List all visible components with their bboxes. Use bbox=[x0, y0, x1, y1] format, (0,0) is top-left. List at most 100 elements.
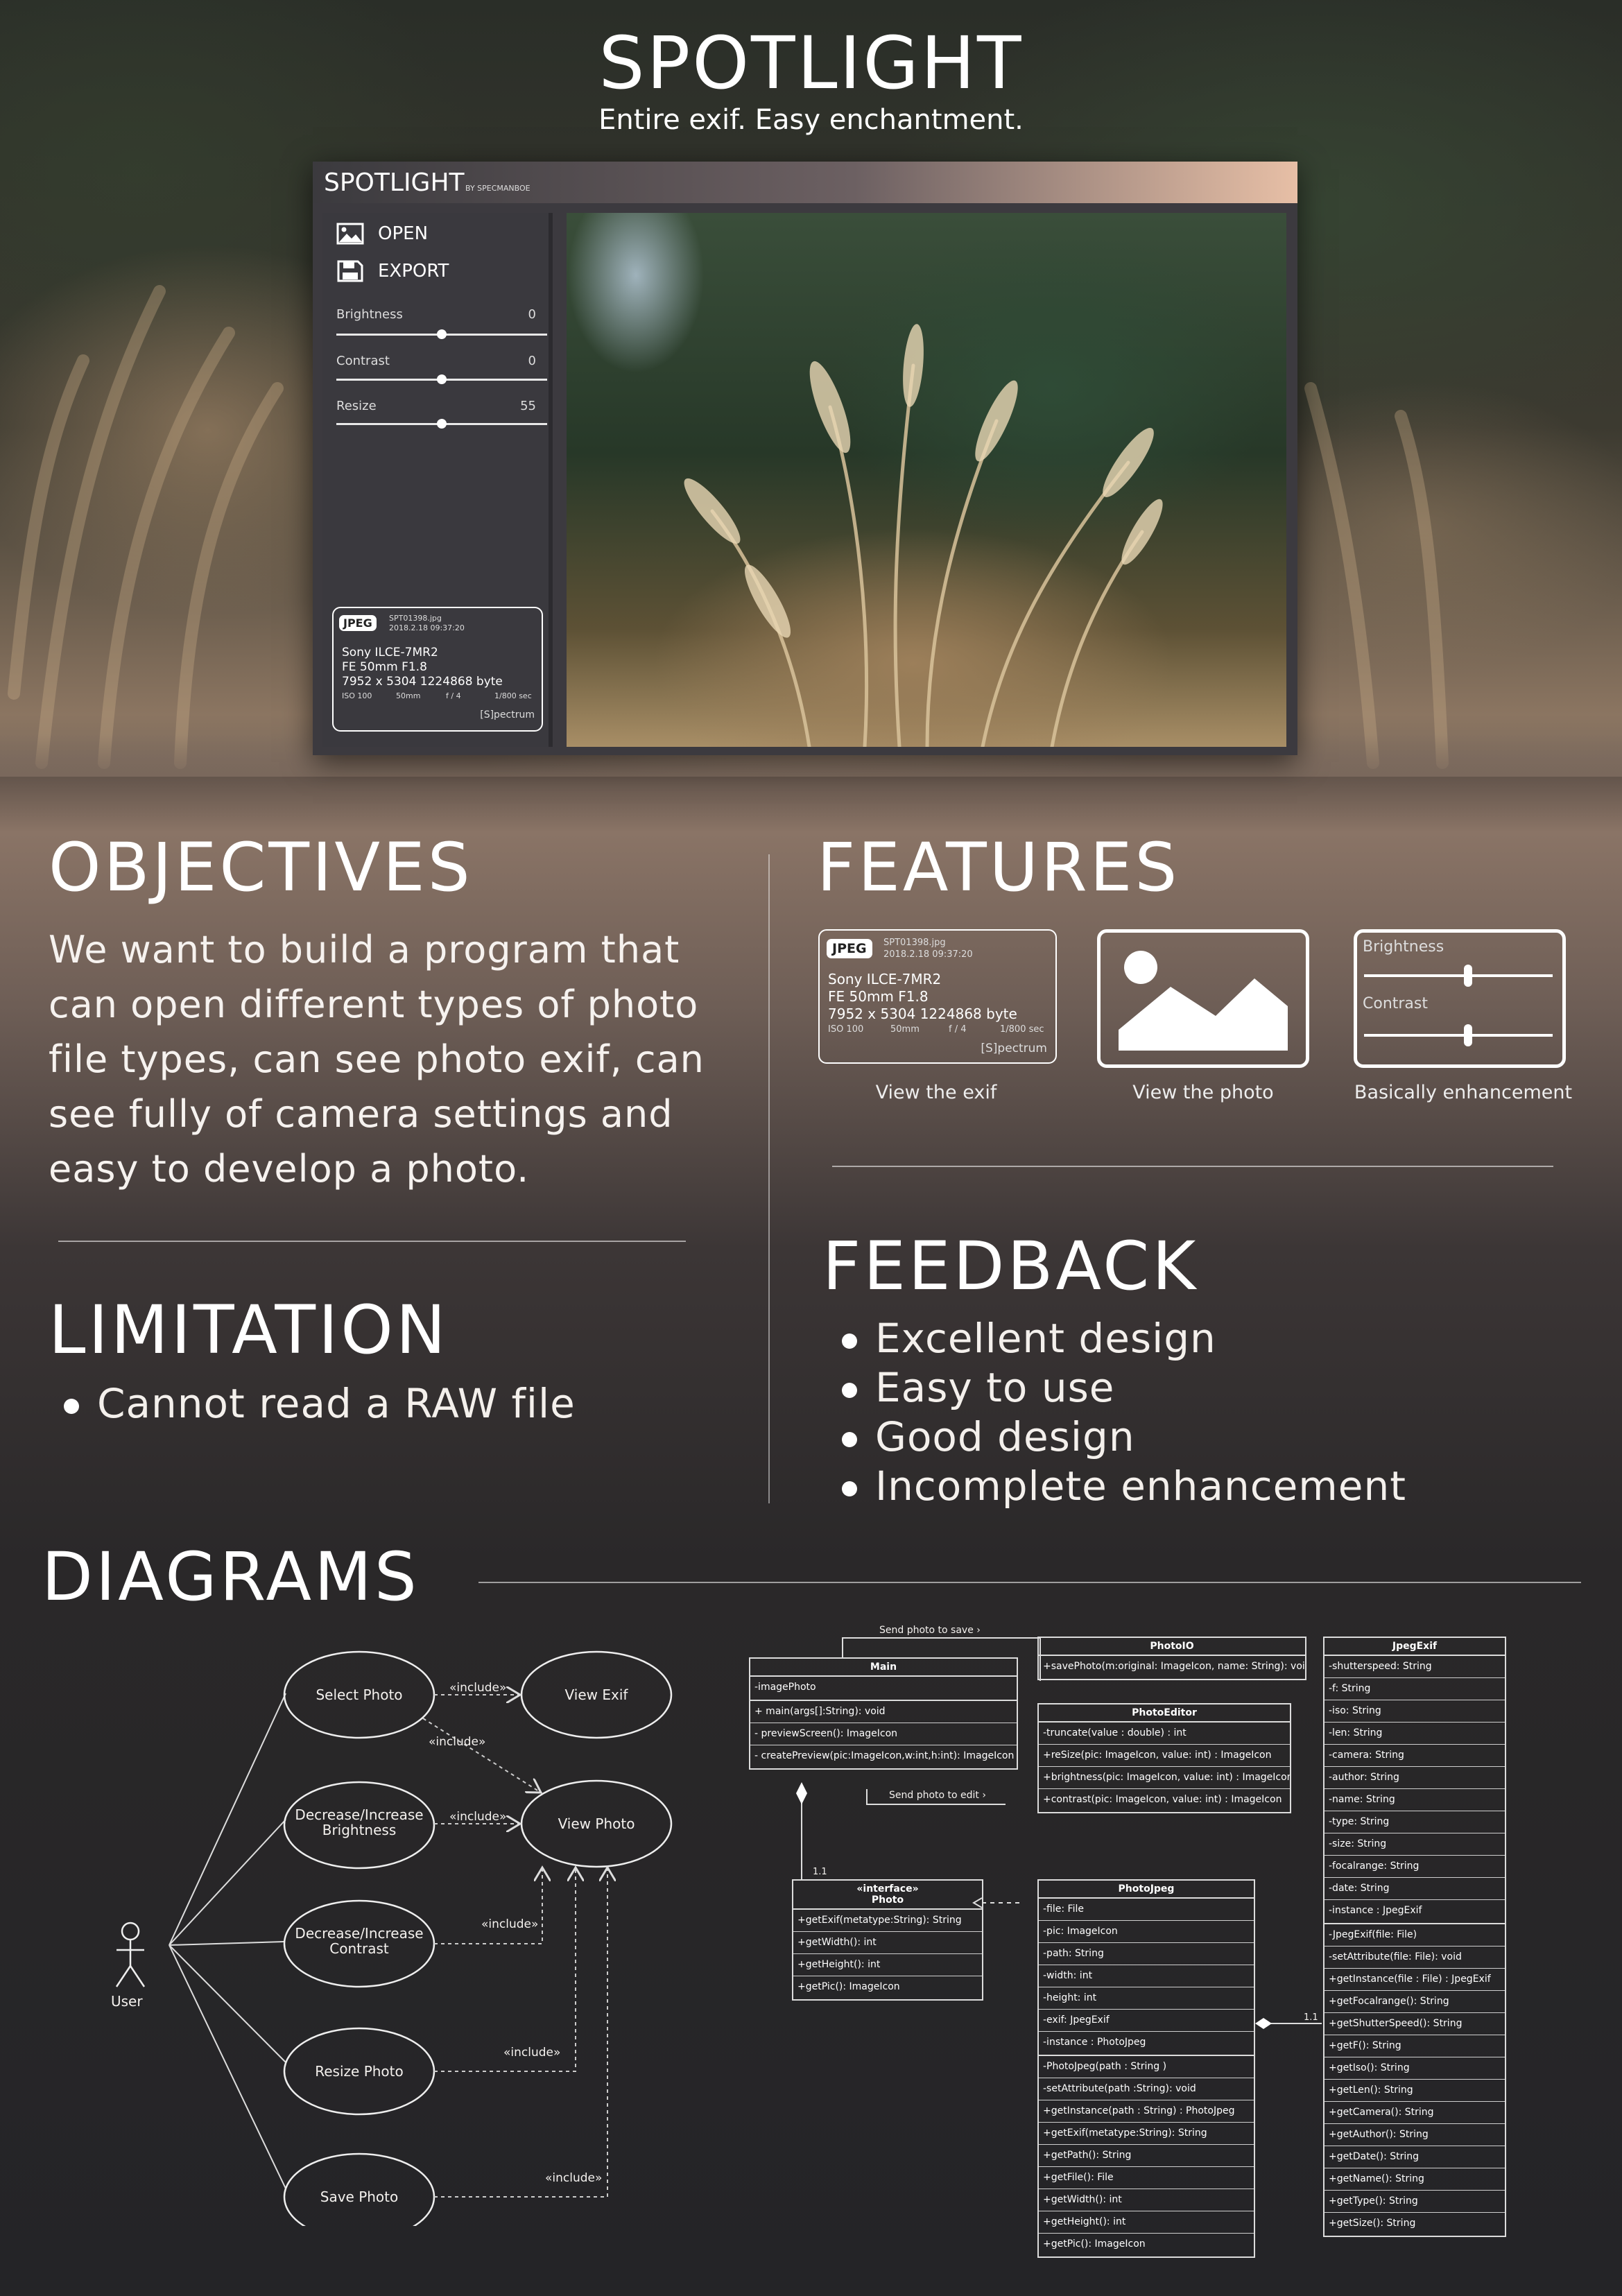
class-photoeditor: PhotoEditor -truncate(value : double) : … bbox=[1037, 1703, 1291, 1813]
usecase-diagram bbox=[115, 1650, 673, 2226]
features-heading: FEATURES bbox=[817, 829, 1180, 906]
class-attr: -f: String bbox=[1325, 1678, 1505, 1700]
feature-slider-card: Brightness Contrast bbox=[1354, 929, 1566, 1068]
resize-slider[interactable] bbox=[336, 419, 547, 429]
contrast-slider-knob[interactable] bbox=[437, 374, 447, 384]
app-exif-card: JPEG SPT01398.jpg 2018.2.18 09:37:20 Son… bbox=[332, 607, 543, 732]
class-method: - previewScreen(): ImageIcon bbox=[750, 1723, 1017, 1745]
export-button[interactable]: EXPORT bbox=[336, 257, 449, 285]
brightness-slider-knob[interactable] bbox=[437, 329, 447, 339]
class-method: +getShutterSpeed(): String bbox=[1325, 2013, 1505, 2035]
class-method: +getInstance(file : File) : JpegExif bbox=[1325, 1969, 1505, 1991]
grass-photo bbox=[684, 324, 1163, 747]
objectives-text: We want to build a program that can open… bbox=[49, 928, 705, 1191]
include-label: «include» bbox=[545, 2171, 603, 2185]
feature-contrast-track bbox=[1364, 1024, 1553, 1046]
usecase-label: Save Photo bbox=[320, 2189, 399, 2205]
class-photojpeg: PhotoJpeg -file: File -pic: ImageIcon -p… bbox=[1037, 1879, 1255, 2258]
diagrams-divider bbox=[478, 1582, 1581, 1583]
brightness-label: Brightness bbox=[336, 307, 403, 322]
caption-enhancement: Basically enhancement bbox=[1354, 1082, 1573, 1103]
app-exif-iso: ISO 100 bbox=[342, 691, 372, 700]
class-method: +getType(): String bbox=[1325, 2191, 1505, 2213]
class-jpegexif-attrs: -shutterspeed: String -f: String -iso: S… bbox=[1325, 1656, 1505, 1924]
class-attr: -pic: ImageIcon bbox=[1039, 1921, 1254, 1943]
app-window: SPOTLIGHT BY SPECMANBOE OPEN EXPORT Brig… bbox=[313, 162, 1297, 755]
class-attr: -date: String bbox=[1325, 1878, 1505, 1900]
class-connectors bbox=[796, 1637, 1322, 2029]
app-exif-badge: JPEG bbox=[339, 615, 377, 631]
grass-backdrop bbox=[8, 285, 1449, 769]
resize-slider-knob[interactable] bbox=[437, 419, 447, 429]
feature-brightness-knob bbox=[1464, 965, 1472, 987]
class-method: -JpegExif(file: File) bbox=[1325, 1924, 1505, 1947]
class-photo-name: Photo bbox=[871, 1894, 904, 1906]
feature-exif-size: 7952 x 5304 1224868 byte bbox=[828, 1005, 1017, 1022]
class-method: +getWidth(): int bbox=[793, 1932, 982, 1954]
feature-exif-brand: [S]pectrum bbox=[981, 1042, 1047, 1055]
app-exif-file: SPT01398.jpg bbox=[389, 614, 442, 623]
brightness-value: 0 bbox=[528, 307, 536, 322]
feature-contrast-knob bbox=[1464, 1024, 1472, 1046]
class-jpegexif-methods: -JpegExif(file: File) -setAttribute(file… bbox=[1325, 1924, 1505, 2236]
landscape-icon bbox=[1119, 951, 1288, 1051]
class-photoio-name: PhotoIO bbox=[1039, 1638, 1305, 1656]
class-method: +getFocalrange(): String bbox=[1325, 1991, 1505, 2013]
include-label: «include» bbox=[429, 1735, 486, 1749]
hero-title: SPOTLIGHT bbox=[598, 21, 1024, 105]
class-photojpeg-name: PhotoJpeg bbox=[1039, 1881, 1254, 1899]
class-method: +getDate(): String bbox=[1325, 2146, 1505, 2168]
feature-exif-badge: JPEG bbox=[827, 939, 872, 958]
brightness-slider[interactable] bbox=[336, 329, 547, 339]
feature-contrast-label: Contrast bbox=[1363, 995, 1429, 1012]
usecase-label: View Exif bbox=[564, 1686, 628, 1703]
feature-exif-shutter: 1/800 sec bbox=[1000, 1024, 1044, 1035]
class-method: +getCamera(): String bbox=[1325, 2102, 1505, 2124]
class-method: +getFile(): File bbox=[1039, 2167, 1254, 2189]
resize-value: 55 bbox=[520, 399, 536, 413]
class-attr: -shutterspeed: String bbox=[1325, 1656, 1505, 1678]
usecase-label: Decrease/Increase Brightness bbox=[295, 1806, 424, 1838]
class-photo-methods: +getExif(metatype:String): String +getWi… bbox=[793, 1910, 982, 1999]
app-exif-fstop: f / 4 bbox=[446, 691, 461, 700]
class-photo-stereotype: «interface» bbox=[856, 1883, 919, 1894]
contrast-slider[interactable] bbox=[336, 374, 547, 384]
class-method: +getWidth(): int bbox=[1039, 2189, 1254, 2211]
feature-exif-camera: Sony ILCE-7MR2 bbox=[828, 971, 942, 987]
open-button[interactable]: OPEN bbox=[336, 220, 428, 248]
usecase-label: View Photo bbox=[558, 1815, 635, 1832]
app-exif-size: 7952 x 5304 1224868 byte bbox=[342, 675, 503, 689]
class-method: +getHeight(): int bbox=[793, 1954, 982, 1976]
contrast-value: 0 bbox=[528, 354, 536, 368]
app-exif-focal: 50mm bbox=[396, 691, 421, 700]
hero-subtitle: Entire exif. Easy enchantment. bbox=[598, 104, 1024, 136]
class-jpegexif-name: JpegExif bbox=[1325, 1638, 1505, 1656]
class-method: -PhotoJpeg(path : String ) bbox=[1039, 2056, 1254, 2078]
send-save-label: Send photo to save › bbox=[879, 1625, 981, 1636]
class-main-methods: + main(args[]:String): void - previewScr… bbox=[750, 1701, 1017, 1768]
feature-exif-card: JPEG SPT01398.jpg 2018.2.18 09:37:20 Son… bbox=[818, 929, 1057, 1064]
class-method: +getExif(metatype:String): String bbox=[793, 1910, 982, 1932]
diagrams-heading: DIAGRAMS bbox=[42, 1538, 420, 1616]
class-photojpeg-methods: -PhotoJpeg(path : String ) -setAttribute… bbox=[1039, 2056, 1254, 2256]
objectives-divider bbox=[58, 1241, 686, 1242]
class-method: +getLen(): String bbox=[1325, 2080, 1505, 2102]
class-attr: -height: int bbox=[1039, 1987, 1254, 2010]
class-photo: «interface» Photo +getExif(metatype:Stri… bbox=[792, 1879, 983, 2001]
feature-brightness-label: Brightness bbox=[1363, 938, 1444, 956]
feedback-item: Excellent design bbox=[842, 1315, 1216, 1362]
class-method: - createPreview(pic:ImageIcon,w:int,h:in… bbox=[754, 1750, 1015, 1761]
app-exif-date: 2018.2.18 09:37:20 bbox=[389, 623, 465, 632]
class-method: +contrast(pic: ImageIcon, value: int) : … bbox=[1043, 1794, 1282, 1805]
actor-label: User bbox=[111, 1993, 143, 2010]
multiplicity-label: 1.1 bbox=[813, 1867, 827, 1877]
resize-label: Resize bbox=[336, 399, 377, 413]
caption-exif: View the exif bbox=[875, 1082, 997, 1103]
class-photoeditor-methods: -truncate(value : double) : int +reSize(… bbox=[1039, 1723, 1290, 1812]
class-method: +getHeight(): int bbox=[1039, 2211, 1254, 2234]
app-title-bar: SPOTLIGHT BY SPECMANBOE bbox=[313, 162, 1297, 203]
feature-exif-focal: 50mm bbox=[890, 1024, 920, 1035]
class-attr: -size: String bbox=[1325, 1833, 1505, 1856]
class-method: +getAuthor(): String bbox=[1325, 2124, 1505, 2146]
class-main-attrs: -imagePhoto bbox=[750, 1677, 1017, 1701]
